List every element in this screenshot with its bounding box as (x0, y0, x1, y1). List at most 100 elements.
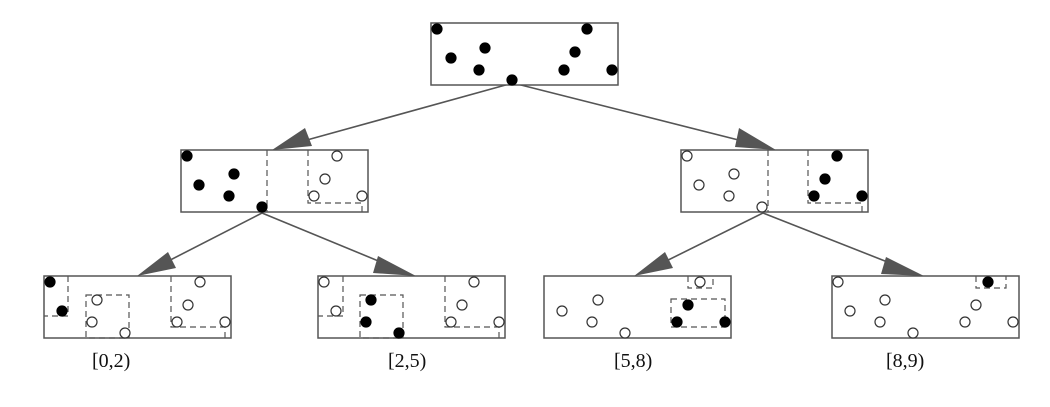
tree-edges (137, 82, 924, 276)
point-hollow (331, 150, 343, 162)
point-filled (819, 173, 831, 185)
point-hollow (330, 305, 342, 317)
edge-root-left (277, 82, 514, 149)
point-hollow (619, 327, 631, 339)
point-filled (393, 327, 405, 339)
secondary-structure-outline (807, 150, 863, 212)
point-hollow (728, 168, 740, 180)
point-hollow (319, 173, 331, 185)
point-filled (682, 299, 694, 311)
point-hollow (907, 327, 919, 339)
point-filled (581, 23, 593, 35)
secondary-structure-outline (44, 276, 69, 317)
point-filled (606, 64, 618, 76)
point-filled (831, 150, 843, 162)
leaf-5-8: [5,8) (543, 275, 732, 372)
point-filled (445, 52, 457, 64)
point-hollow (844, 305, 856, 317)
point-hollow (723, 190, 735, 202)
leaf-0-2: [0,2) (43, 275, 232, 372)
leaf-0-2-points (44, 276, 231, 339)
point-hollow (874, 316, 886, 328)
point-filled (506, 74, 518, 86)
point-filled (256, 201, 268, 213)
leaf-8-9-points (832, 276, 1019, 339)
point-filled (808, 190, 820, 202)
point-filled (856, 190, 868, 202)
point-hollow (86, 316, 98, 328)
point-hollow (970, 299, 982, 311)
point-filled (181, 150, 193, 162)
leaf-2-5-box (317, 275, 506, 339)
node-left-points (181, 150, 368, 213)
secondary-structure-outline (444, 276, 500, 338)
point-hollow (586, 316, 598, 328)
point-hollow (556, 305, 568, 317)
secondary-structure-outline (975, 276, 1007, 289)
point-hollow (681, 150, 693, 162)
point-hollow (171, 316, 183, 328)
point-hollow (456, 299, 468, 311)
secondary-structure-outline (318, 276, 344, 317)
point-filled (431, 23, 443, 35)
point-hollow (832, 276, 844, 288)
point-filled (479, 42, 491, 54)
arrowhead-right-leaf2 (634, 252, 673, 276)
secondary-structure-outline (170, 276, 226, 338)
node-right-points (681, 150, 868, 213)
point-hollow (318, 276, 330, 288)
range-label: [0,2) (92, 350, 130, 372)
range-label: [5,8) (614, 350, 652, 372)
secondary-structure-outline (359, 294, 404, 339)
edge-root-right (512, 82, 771, 149)
range-label: [2,5) (388, 350, 426, 372)
point-hollow (879, 294, 891, 306)
arrowhead-root-right (735, 128, 776, 150)
secondary-structure-outline (307, 150, 363, 212)
point-hollow (694, 276, 706, 288)
point-hollow (219, 316, 231, 328)
leaf-8-9: [8,9) (831, 275, 1020, 372)
point-hollow (119, 327, 131, 339)
point-hollow (693, 179, 705, 191)
arrowhead-root-left (272, 128, 312, 150)
point-hollow (356, 190, 368, 202)
point-hollow (194, 276, 206, 288)
point-filled (365, 294, 377, 306)
point-filled (558, 64, 570, 76)
point-hollow (493, 316, 505, 328)
point-hollow (468, 276, 480, 288)
point-filled (56, 305, 68, 317)
node-root-points (431, 23, 618, 86)
leaf-5-8-points (556, 276, 731, 339)
point-filled (719, 316, 731, 328)
point-hollow (308, 190, 320, 202)
point-filled (473, 64, 485, 76)
secondary-structure-outline (85, 294, 130, 339)
point-hollow (592, 294, 604, 306)
arrowhead-right-leaf3 (881, 257, 924, 276)
node-right (680, 149, 869, 213)
point-hollow (182, 299, 194, 311)
point-hollow (91, 294, 103, 306)
point-filled (223, 190, 235, 202)
point-hollow (756, 201, 768, 213)
arrowhead-left-leaf0 (137, 252, 176, 276)
secondary-structure-outline (670, 298, 726, 328)
point-hollow (959, 316, 971, 328)
point-filled (44, 276, 56, 288)
point-hollow (445, 316, 457, 328)
point-filled (982, 276, 994, 288)
point-hollow (1007, 316, 1019, 328)
point-filled (671, 316, 683, 328)
range-label: [8,9) (886, 350, 924, 372)
secondary-structure-outline (687, 276, 714, 289)
point-filled (569, 46, 581, 58)
node-left (180, 149, 369, 213)
arrowhead-left-leaf1 (373, 256, 416, 276)
node-root (430, 22, 619, 86)
leaf-5-8-box (543, 275, 732, 339)
point-filled (360, 316, 372, 328)
point-filled (228, 168, 240, 180)
